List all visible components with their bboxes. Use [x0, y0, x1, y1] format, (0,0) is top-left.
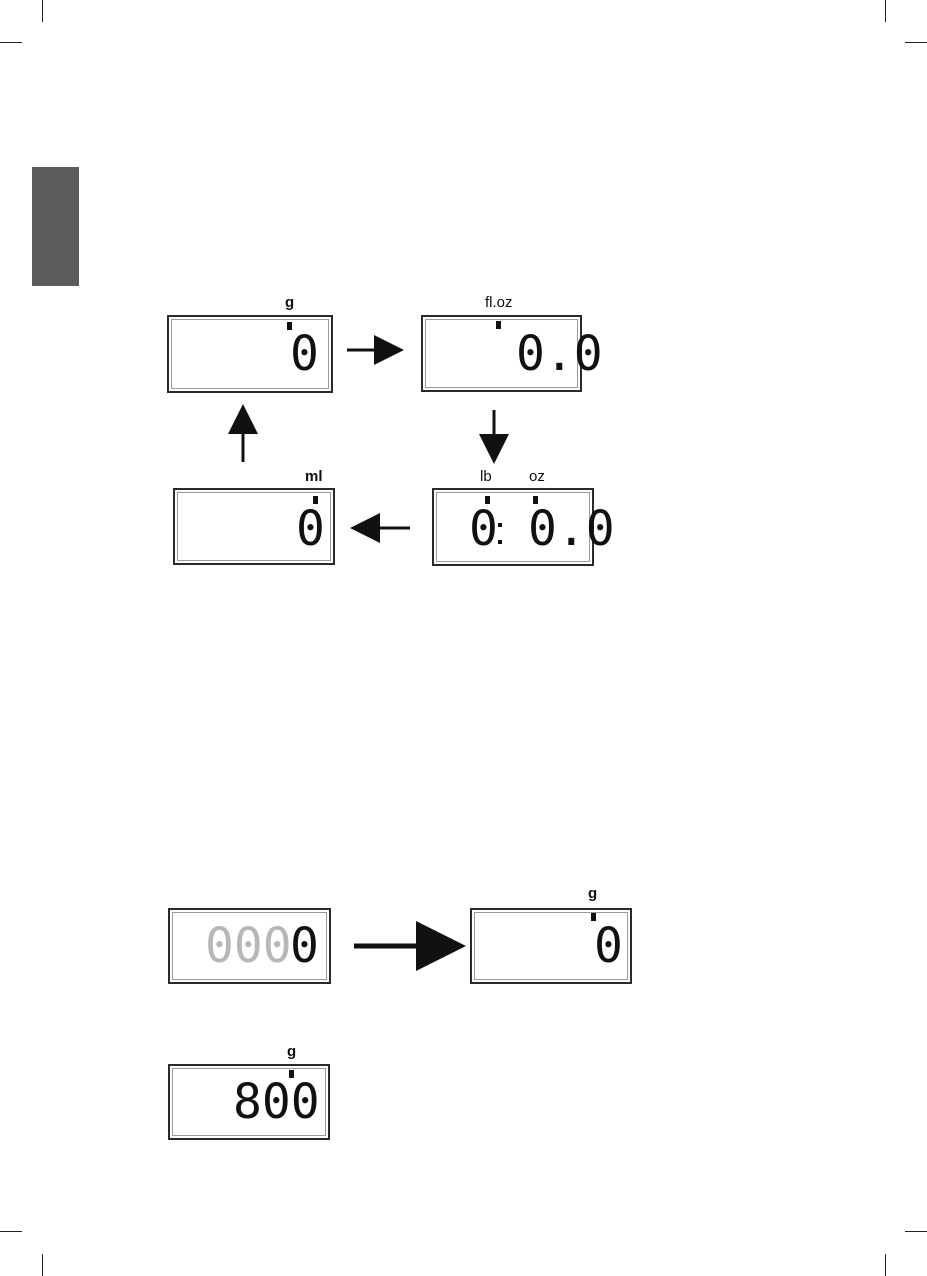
lcd-reading-grams: 0: [290, 330, 319, 378]
unit-label-g: g: [287, 1043, 296, 1060]
lcd-reading-fluid-ounces: 0.0: [516, 330, 603, 378]
unit-marker: [496, 321, 501, 329]
lcd-reading-pounds: 0: [469, 505, 498, 553]
lcd-startup-result-reading: 0: [594, 922, 623, 970]
unit-label-fl-oz: fl.oz: [485, 294, 513, 311]
lcd-reading-millilitres: 0: [296, 505, 325, 553]
lcd-reading-ounces: 0.0: [528, 505, 615, 553]
lcd-startup-active-digit: 0: [290, 922, 319, 970]
colon-separator: [498, 523, 502, 527]
unit-label-g: g: [285, 294, 294, 311]
colon-separator: [498, 540, 502, 544]
lcd-weighing-reading: 800: [233, 1078, 320, 1126]
lcd-startup-faded-digits: 000: [205, 922, 292, 970]
unit-label-oz: oz: [529, 468, 545, 485]
unit-label-lb: lb: [480, 468, 492, 485]
unit-label-g: g: [588, 885, 597, 902]
unit-label-ml: ml: [305, 468, 323, 485]
